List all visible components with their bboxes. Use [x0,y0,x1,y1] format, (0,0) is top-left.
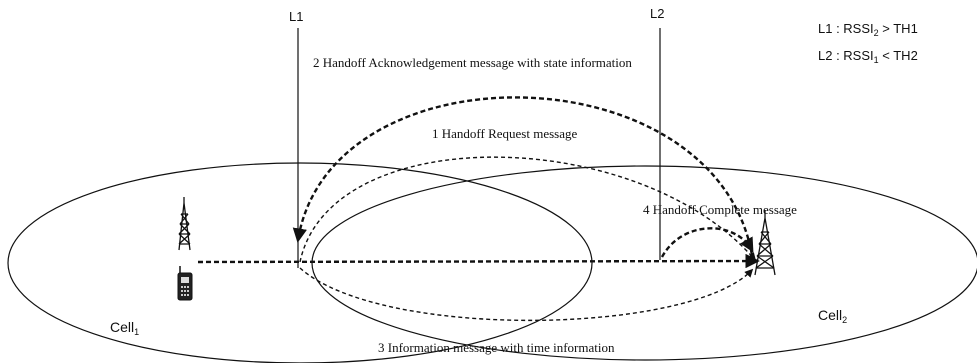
msg3-label: 3 Information message with time informat… [378,340,615,355]
legend-l2: L2 : RSSI1 < TH2 [818,48,918,65]
msg4-arrow [660,227,754,258]
legend-l1: L1 : RSSI2 > TH1 [818,21,918,38]
mobile-path-arrow [197,253,760,269]
msg3-arrow [299,267,754,322]
msg4-label: 4 Handoff Complete message [643,202,797,217]
cell-1-boundary [7,162,593,363]
msg1-arrow [299,156,757,263]
cell-1-label: Cell1 [110,319,139,337]
msg2-arrow [292,96,754,256]
cell-2-boundary [311,165,977,361]
cell-2-label: Cell2 [818,307,847,325]
msg1-label: 1 Handoff Request message [432,126,577,141]
l1-label: L1 [289,9,303,24]
base-station-1-icon [178,197,191,251]
base-station-2-icon [754,210,776,276]
l2-label: L2 [650,6,664,21]
mobile-phone-icon [177,266,193,301]
msg2-label: 2 Handoff Acknowledgement message with s… [313,55,632,70]
